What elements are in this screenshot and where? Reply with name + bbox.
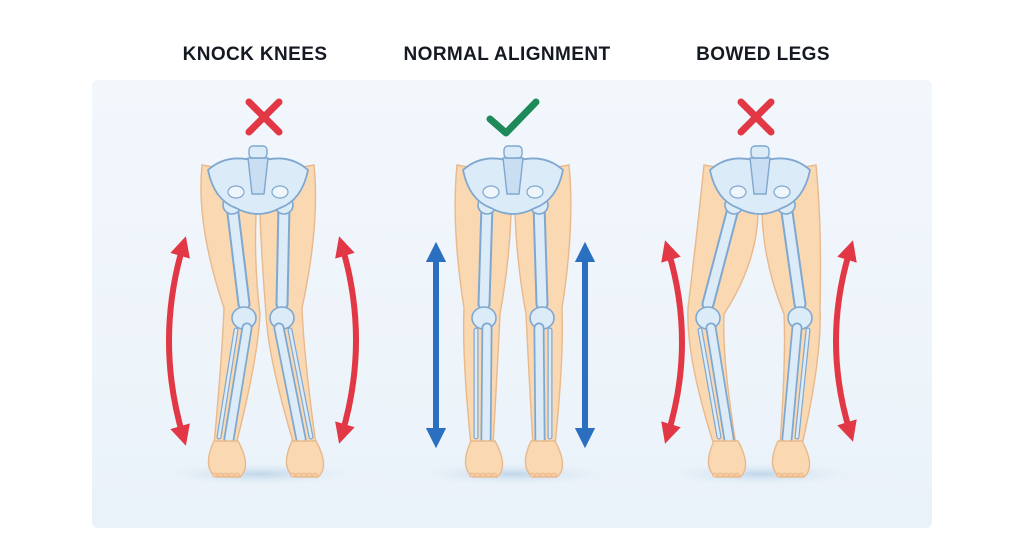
toe bbox=[485, 472, 492, 478]
toe bbox=[217, 472, 224, 478]
title-knock-knees: KNOCK KNEES bbox=[182, 44, 328, 65]
toe bbox=[233, 472, 240, 478]
sacrum bbox=[502, 157, 524, 195]
floor-shadow bbox=[418, 463, 608, 485]
obturator-right bbox=[271, 185, 289, 199]
toe bbox=[289, 472, 296, 478]
fibula-bone bbox=[288, 328, 313, 439]
toe bbox=[712, 472, 719, 478]
toe bbox=[211, 472, 218, 478]
cross-icon bbox=[737, 98, 775, 136]
toe bbox=[295, 472, 302, 478]
alignment-arrow bbox=[661, 240, 685, 444]
toe bbox=[776, 472, 783, 478]
leg-figure-1 bbox=[163, 98, 359, 485]
foot bbox=[285, 440, 325, 478]
alignment-arrow bbox=[166, 236, 190, 446]
femur-bone bbox=[277, 200, 289, 309]
toe bbox=[490, 472, 497, 478]
tibia-bone bbox=[783, 324, 801, 443]
lumbar-vertebra bbox=[750, 145, 770, 159]
fibula-bone bbox=[795, 328, 810, 439]
toe bbox=[479, 472, 486, 478]
sacrum bbox=[247, 157, 269, 195]
toe bbox=[474, 472, 481, 478]
toe bbox=[468, 472, 475, 478]
foot bbox=[207, 440, 247, 478]
toe bbox=[311, 472, 318, 478]
toe bbox=[545, 472, 552, 478]
lumbar-vertebra bbox=[503, 145, 523, 159]
leg-figure-2 bbox=[418, 98, 608, 485]
toe bbox=[792, 472, 799, 478]
tibia-bone bbox=[482, 324, 491, 443]
fibula-bone bbox=[217, 328, 238, 439]
fibula-bone bbox=[698, 328, 721, 439]
alignment-arrow bbox=[833, 240, 857, 442]
lumbar-vertebra bbox=[248, 145, 268, 159]
toe bbox=[734, 472, 741, 478]
floor-shadow bbox=[163, 463, 353, 485]
toe bbox=[529, 472, 536, 478]
foot bbox=[707, 440, 747, 478]
obturator-left bbox=[729, 185, 747, 199]
toe bbox=[781, 472, 788, 478]
toe bbox=[798, 472, 805, 478]
toe bbox=[723, 472, 730, 478]
femur-bone bbox=[479, 200, 492, 309]
obturator-left bbox=[482, 185, 500, 199]
toe bbox=[534, 472, 541, 478]
foot bbox=[524, 440, 564, 478]
toe bbox=[787, 472, 794, 478]
check-icon bbox=[486, 98, 540, 137]
toe bbox=[306, 472, 313, 478]
tibia-bone bbox=[225, 324, 251, 443]
foot bbox=[464, 440, 504, 478]
title-bowed-legs: BOWED LEGS bbox=[696, 44, 830, 65]
sacrum bbox=[749, 157, 771, 195]
obturator-right bbox=[773, 185, 791, 199]
tibia-bone bbox=[535, 324, 544, 443]
femur-bone bbox=[703, 200, 739, 309]
foot bbox=[771, 440, 811, 478]
toe bbox=[300, 472, 307, 478]
leg-figure-3 bbox=[661, 98, 857, 485]
femur-bone bbox=[227, 200, 249, 309]
cross-icon bbox=[245, 98, 283, 136]
toe bbox=[728, 472, 735, 478]
toe bbox=[717, 472, 724, 478]
femur-bone bbox=[534, 200, 547, 309]
toe bbox=[228, 472, 235, 478]
femur-bone bbox=[781, 200, 805, 309]
toe bbox=[540, 472, 547, 478]
alignment-arrow bbox=[335, 236, 359, 444]
title-normal-alignment: NORMAL ALIGNMENT bbox=[403, 44, 611, 65]
toe bbox=[551, 472, 558, 478]
toe bbox=[222, 472, 229, 478]
obturator-left bbox=[227, 185, 245, 199]
tibia-bone bbox=[707, 324, 733, 443]
obturator-right bbox=[526, 185, 544, 199]
floor-shadow bbox=[665, 463, 855, 485]
tibia-bone bbox=[275, 324, 305, 443]
